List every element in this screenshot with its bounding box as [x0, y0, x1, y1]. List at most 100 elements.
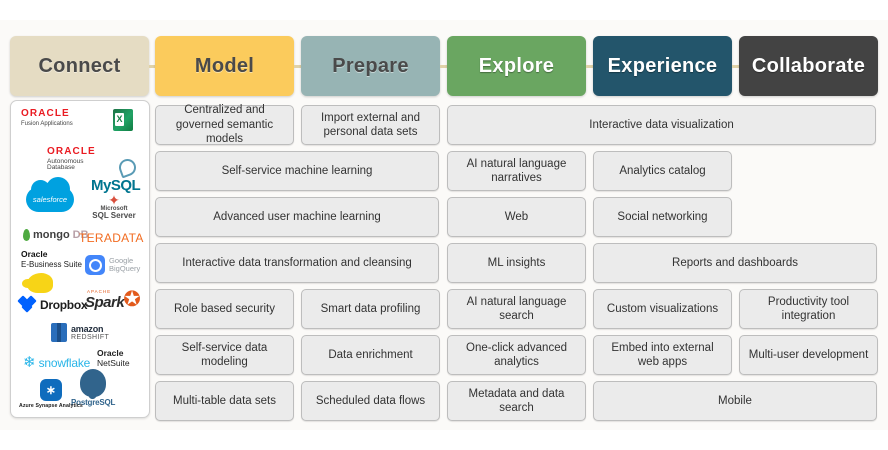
oracle-wordmark: ORACLE: [21, 108, 70, 119]
capability-label: Smart data profiling: [320, 302, 421, 315]
header-prepare-label: Prepare: [332, 54, 409, 77]
capability-cell[interactable]: Scheduled data flows: [301, 381, 440, 421]
capability-cell[interactable]: Self-service data modeling: [155, 335, 294, 375]
snowflake-wordmark: snowflake: [38, 355, 91, 370]
capability-label: Multi-user development: [748, 348, 869, 361]
snowflake-logo: ❄ snowflake: [23, 355, 90, 370]
postgresql-wordmark: PostgreSQL: [71, 398, 116, 407]
capability-label: Analytics catalog: [619, 164, 706, 177]
oracle-netsuite-vendor: Oracle: [97, 348, 124, 358]
stage-connector-5: [732, 65, 739, 68]
capability-label: Web: [504, 210, 529, 223]
capability-label: Advanced user machine learning: [213, 210, 381, 223]
capability-cell[interactable]: Interactive data transformation and clea…: [155, 243, 439, 283]
stage-connector-3: [440, 65, 447, 68]
database-label: Database: [47, 164, 75, 172]
header-connect-label: Connect: [38, 54, 121, 77]
capability-cell[interactable]: Smart data profiling: [301, 289, 440, 329]
header-model-label: Model: [194, 54, 255, 77]
header-prepare[interactable]: Prepare: [301, 36, 440, 96]
header-experience-label: Experience: [607, 54, 718, 77]
azure-synapse-wordmark: Azure Synapse Analytics: [19, 403, 83, 409]
spark-wordmark: Spark: [85, 294, 125, 311]
capability-label: Self-service data modeling: [181, 341, 268, 368]
capability-label: AI natural language narratives: [466, 157, 567, 184]
capability-cell[interactable]: Reports and dashboards: [593, 243, 877, 283]
capability-label: AI natural language search: [466, 295, 567, 322]
header-collaborate[interactable]: Collaborate: [739, 36, 878, 96]
header-model[interactable]: Model: [155, 36, 294, 96]
capability-cell[interactable]: Import external and personal data sets: [301, 105, 440, 145]
capability-cell[interactable]: ML insights: [447, 243, 586, 283]
capability-cell[interactable]: Self-service machine learning: [155, 151, 439, 191]
netsuite-wordmark: NetSuite: [97, 357, 130, 368]
oracle-netsuite-logo: Oracle NetSuite: [97, 348, 130, 369]
header-explore[interactable]: Explore: [447, 36, 586, 96]
capability-label: Social networking: [617, 210, 708, 223]
mongo-db-suffix: DB: [72, 229, 89, 241]
salesforce-wordmark: salesforce: [32, 195, 68, 204]
amazon-wordmark: amazon: [71, 324, 104, 334]
capability-label: Embed into external web apps: [611, 341, 714, 368]
stage-connector-2: [294, 65, 301, 68]
capability-cell[interactable]: Productivity tool integration: [739, 289, 878, 329]
header-experience[interactable]: Experience: [593, 36, 732, 96]
microsoft-excel-logo: [113, 109, 133, 131]
mysql-wordmark: MySQL: [91, 177, 141, 194]
connect-sources-panel[interactable]: ORACLE Fusion Applications ORACLE Autono…: [10, 100, 150, 418]
ebusiness-suite-label: E-Business Suite: [21, 260, 82, 269]
stage-connector-4: [586, 65, 593, 68]
mongo-wordmark: mongo: [33, 229, 70, 241]
capability-cell[interactable]: Web: [447, 197, 586, 237]
stage-header-row: Connect Model Prepare Explore Experience Coll…: [10, 36, 878, 96]
capability-cell[interactable]: Data enrichment: [301, 335, 440, 375]
apache-hadoop-logo: [22, 273, 53, 293]
capability-cell[interactable]: Social networking: [593, 197, 732, 237]
capability-cell[interactable]: AI natural language narratives: [447, 151, 586, 191]
capability-cell[interactable]: Interactive data visualization: [447, 105, 876, 145]
dropbox-mark: [17, 295, 37, 313]
header-collaborate-label: Collaborate: [751, 54, 866, 77]
dropbox-logo: Dropbox: [17, 295, 88, 313]
capability-label: Scheduled data flows: [315, 394, 426, 407]
redshift-wordmark: REDSHIFT: [71, 334, 110, 341]
capability-cell[interactable]: Multi-user development: [739, 335, 878, 375]
capability-label: One-click advanced analytics: [466, 341, 567, 368]
capability-cell[interactable]: Custom visualizations: [593, 289, 732, 329]
header-connect[interactable]: Connect: [10, 36, 149, 96]
capability-cell[interactable]: Metadata and data search: [447, 381, 586, 421]
google-bigquery-logo: Google BigQuery: [85, 255, 140, 275]
capability-label: ML insights: [487, 256, 546, 269]
stage-connector-1: [149, 65, 155, 68]
amazon-redshift-logo: amazon REDSHIFT: [51, 323, 109, 342]
capability-cell[interactable]: Centralized and governed semantic models: [155, 104, 294, 145]
autonomous-label: Autonomous: [47, 157, 84, 165]
capability-cell[interactable]: One-click advanced analytics: [447, 335, 586, 375]
capability-label: Custom visualizations: [606, 302, 719, 315]
teradata-logo: TERADATA: [79, 231, 144, 245]
capability-cell[interactable]: Analytics catalog: [593, 151, 732, 191]
apache-spark-logo: APACHE Spark ✪: [85, 288, 141, 311]
capability-cell[interactable]: Multi-table data sets: [155, 381, 294, 421]
capability-label: Import external and personal data sets: [320, 111, 421, 138]
teradata-wordmark: TERADATA: [79, 231, 144, 245]
capability-cell[interactable]: Embed into external web apps: [593, 335, 732, 375]
oracle-plain-wordmark: Oracle: [21, 249, 48, 259]
capability-label: Multi-table data sets: [173, 394, 276, 407]
capability-cell[interactable]: Role based security: [155, 289, 294, 329]
sql-server-vendor: Microsoft: [100, 206, 128, 212]
capability-label: Data enrichment: [328, 348, 413, 361]
oracle-autonomous-database-logo: ORACLE Autonomous Database: [47, 146, 96, 172]
capability-cell[interactable]: Advanced user machine learning: [155, 197, 439, 237]
snowflake-icon: ❄: [23, 354, 36, 371]
capability-cell[interactable]: AI natural language search: [447, 289, 586, 329]
google-wordmark: Google: [109, 255, 134, 265]
capability-label: Productivity tool integration: [767, 295, 850, 322]
microsoft-sql-server-logo: ✦ Microsoft SQL Server: [85, 192, 143, 220]
header-explore-label: Explore: [478, 54, 555, 77]
capability-label: Metadata and data search: [468, 387, 565, 414]
capability-label: Mobile: [718, 394, 752, 407]
sql-server-mark: ✦: [108, 192, 120, 208]
capability-cell[interactable]: Mobile: [593, 381, 877, 421]
